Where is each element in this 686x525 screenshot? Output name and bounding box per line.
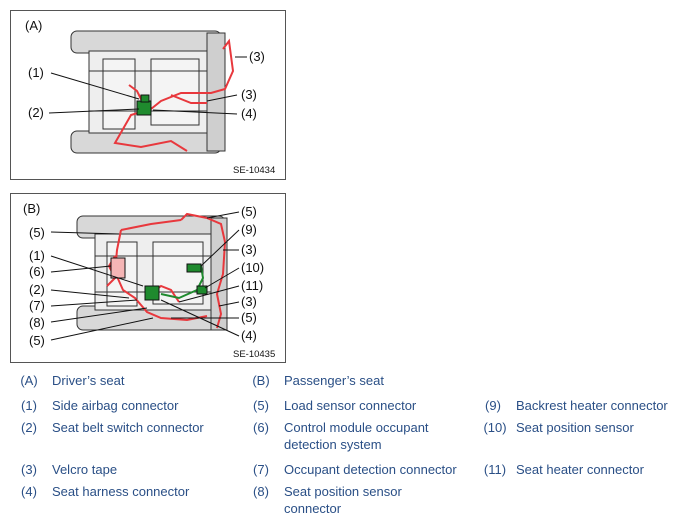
- callout-2: (2): [28, 105, 44, 120]
- callout-leaders: [48, 56, 247, 115]
- legend-num: (9): [485, 398, 501, 413]
- legend-item-9: (9) Backrest heater connector: [482, 397, 668, 414]
- legend-text: Backrest heater connector: [516, 398, 668, 413]
- callout-3-top: (3): [249, 49, 265, 64]
- callout-right-9: (9): [241, 222, 257, 237]
- legend-num: (A): [20, 373, 38, 388]
- legend: (A) Driver’s seat (B) Passenger’s seat (…: [0, 368, 686, 525]
- legend-text: Passenger’s seat: [284, 373, 384, 388]
- callout-left-8: (8): [29, 315, 45, 330]
- legend-text: Seat belt switch connector: [52, 420, 204, 435]
- callout-right-3-bottom: (3): [241, 294, 257, 309]
- callout-right-5-bottom: (5): [241, 310, 257, 325]
- callout-right-4: (4): [241, 328, 257, 343]
- legend-text: Occupant detection connector: [284, 462, 457, 477]
- legend-text: Control module occupant detection system: [284, 420, 429, 452]
- legend-text: Driver’s seat: [52, 373, 125, 388]
- legend-num: (8): [253, 484, 269, 499]
- legend-num: (10): [483, 420, 507, 435]
- callout-3: (3): [241, 87, 257, 102]
- figure-b-tag: (B): [23, 201, 40, 216]
- callout-4: (4): [241, 106, 257, 121]
- legend-item-5: (5) Load sensor connector: [250, 397, 416, 414]
- driver-seat-diagram: (A) (1) (2) (3) (3) (4) SE-10434: [25, 18, 275, 176]
- legend-num: (6): [253, 420, 269, 435]
- legend-text: Seat heater connector: [516, 462, 644, 477]
- legend-item-1: (1) Side airbag connector: [18, 397, 178, 414]
- legend-item-6: (6) Control module occupant detection sy…: [250, 419, 428, 452]
- connector-harness: [136, 94, 152, 116]
- legend-num: (B): [252, 373, 270, 388]
- legend-num: (7): [253, 462, 269, 477]
- callout-left-7: (7): [29, 298, 45, 313]
- legend-text: Velcro tape: [52, 462, 118, 477]
- legend-item-2: (2) Seat belt switch connector: [18, 419, 204, 436]
- legend-item-4: (4) Seat harness connector: [18, 483, 189, 500]
- legend-text: Side airbag connector: [52, 398, 179, 413]
- callout-left-6: (6): [29, 264, 45, 279]
- legend-item-11: (11) Seat heater connector: [482, 461, 644, 478]
- callout-right-11: (11): [241, 278, 263, 293]
- figure-a-code: SE-10434: [233, 165, 275, 176]
- legend-num: (3): [21, 462, 37, 477]
- legend-text: Seat position sensor: [516, 420, 634, 435]
- passenger-seat-diagram: (B) (5) (1) (6) (2) (7) (8) (5) (5) (9) …: [23, 201, 275, 360]
- legend-num: (5): [253, 398, 269, 413]
- callout-left-5-top: (5): [29, 225, 45, 240]
- callout-1: (1): [28, 65, 44, 80]
- figure-b-code: SE-10435: [233, 349, 275, 360]
- figure-passenger-seat: (B) (5) (1) (6) (2) (7) (8) (5) (5) (9) …: [10, 193, 286, 363]
- callout-right-5-top: (5): [241, 204, 257, 219]
- legend-item-3: (3) Velcro tape: [18, 461, 117, 478]
- legend-num: (1): [21, 398, 37, 413]
- legend-num: (11): [483, 462, 507, 477]
- legend-item-8: (8) Seat position sensor connector: [250, 483, 402, 516]
- callout-left-1: (1): [29, 248, 45, 263]
- legend-text: Seat position sensor connector: [284, 484, 402, 516]
- legend-text: Load sensor connector: [284, 398, 417, 413]
- legend-num: (4): [21, 484, 37, 499]
- callout-leaders: [50, 211, 240, 341]
- figure-driver-seat: (A) (1) (2) (3) (3) (4) SE-10434: [10, 10, 286, 180]
- callout-right-10: (10): [241, 260, 264, 275]
- legend-text: Seat harness connector: [52, 484, 190, 499]
- legend-item-7: (7) Occupant detection connector: [250, 461, 457, 478]
- callout-left-2: (2): [29, 282, 45, 297]
- callout-right-3-top: (3): [241, 242, 257, 257]
- legend-item-10: (10) Seat position sensor: [482, 419, 633, 436]
- callout-left-5-bottom: (5): [29, 333, 45, 348]
- legend-num: (2): [21, 420, 37, 435]
- legend-item-a: (A) Driver’s seat: [18, 372, 124, 389]
- figure-a-tag: (A): [25, 18, 42, 33]
- legend-item-b: (B) Passenger’s seat: [250, 372, 384, 389]
